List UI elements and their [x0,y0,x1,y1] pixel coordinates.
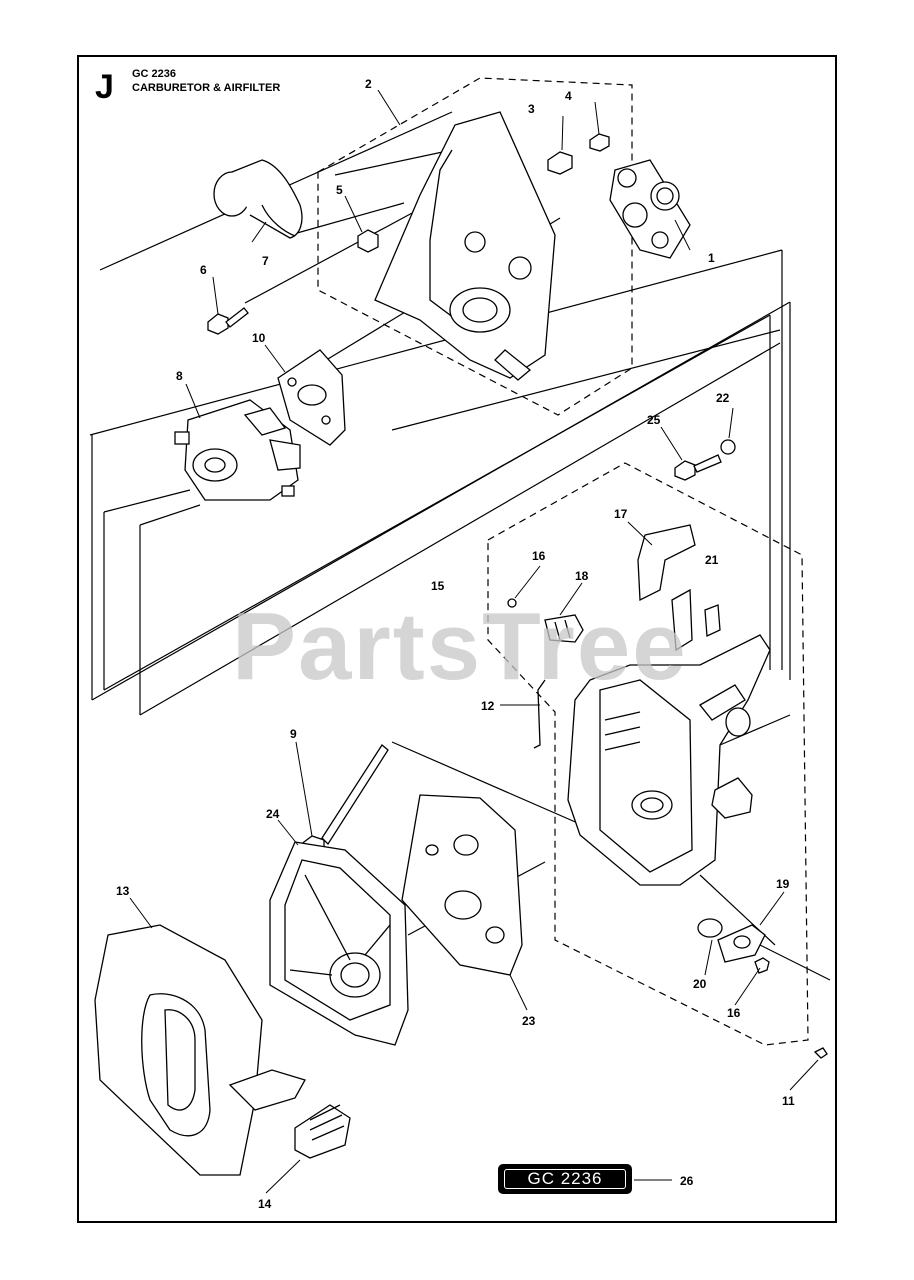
screw-16-part [754,957,770,974]
pin-11-part [813,1047,828,1059]
callout-11: 11 [782,1094,795,1108]
callout-8: 8 [176,369,183,383]
screw-25-part [674,454,722,481]
callout-2: 2 [365,77,372,91]
plate-19-part [717,924,766,963]
choke-lever-part [637,524,696,652]
cover-knob-14-part [228,1069,351,1159]
carburetor-housing-part [374,111,556,381]
callout-22: 22 [716,391,730,405]
callout-5: 5 [336,183,343,197]
callout-21: 21 [705,553,719,567]
callout-19: 19 [776,877,790,891]
filter-holder-part [269,841,409,1046]
model-decal-badge: GC 2236 [498,1164,632,1194]
washer-20-part [697,918,723,938]
carburetor-gasket-part [277,349,346,446]
nut-3-part [547,151,573,175]
callout-9: 9 [290,727,297,741]
callout-10: 10 [252,331,266,345]
carburetor-part [174,399,301,501]
rod-12-part [533,679,546,749]
intake-hose-part [213,159,303,239]
callout-6: 6 [200,263,207,277]
callout-16-lower: 16 [727,1006,741,1020]
partstree-watermark: PartsTree [232,593,688,700]
callout-3: 3 [528,102,535,116]
callout-15: 15 [431,579,445,593]
callout-26: 26 [680,1174,694,1188]
callout-24: 24 [266,807,280,821]
nut-4-part [589,133,610,152]
callout-12: 12 [481,699,495,713]
section-letter: J [95,68,114,106]
washer-22-part [720,439,736,455]
callout-14: 14 [258,1197,272,1211]
callout-17: 17 [614,507,628,521]
callout-25: 25 [647,413,661,427]
spacer-5-part [357,229,379,253]
callout-20: 20 [693,977,707,991]
diagram-title: CARBURETOR & AIRFILTER [132,82,281,94]
screw-18-part [544,614,584,643]
callout-23: 23 [522,1014,536,1028]
callout-18: 18 [575,569,589,583]
callout-4: 4 [565,89,572,103]
clip-21-part [704,604,721,637]
filter-element-part [401,794,523,976]
pin-16-part [507,598,517,608]
callout-1: 1 [708,251,715,265]
seal-part [711,777,753,819]
filter-cover-part [94,924,263,1176]
callout-16-upper: 16 [532,549,546,563]
callout-13: 13 [116,884,130,898]
callout-7: 7 [262,254,269,268]
intake-gasket-part [609,159,691,259]
long-bolt-9-part [299,744,389,860]
screw-6-part [207,307,249,335]
model-decal-text: GC 2236 [504,1169,626,1189]
model-label: GC 2236 [132,68,177,80]
